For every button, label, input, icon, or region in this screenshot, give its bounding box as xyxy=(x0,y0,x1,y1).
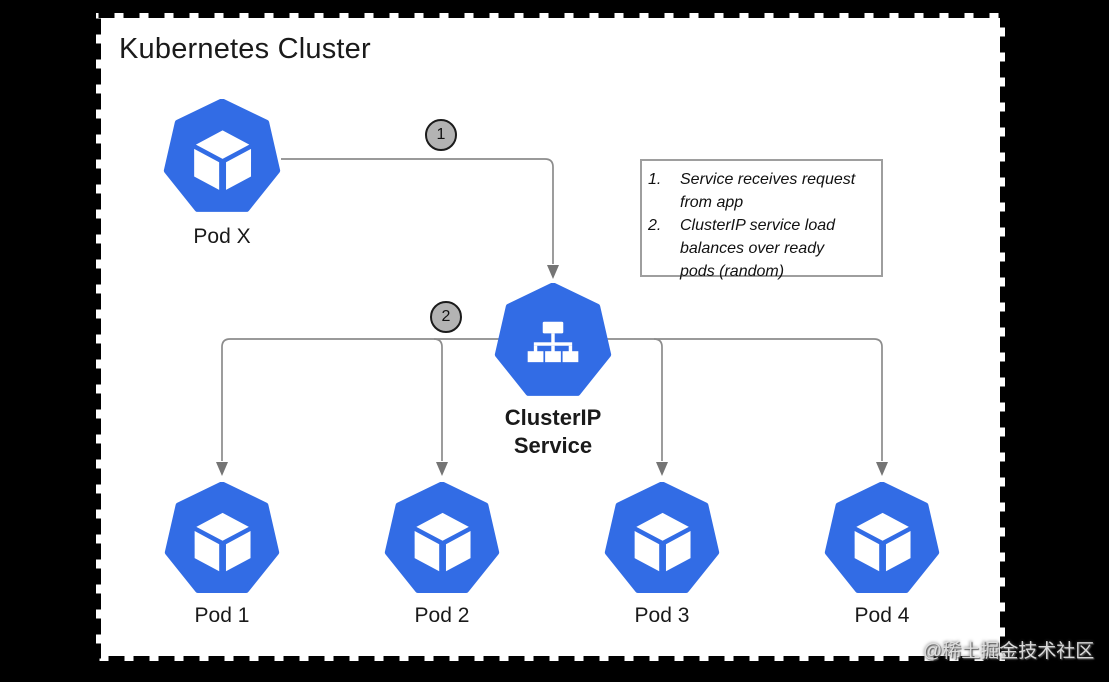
note-item: 2. ClusterIP service load balances over … xyxy=(648,214,877,283)
page-title: Kubernetes Cluster xyxy=(119,33,371,65)
pod-3-label: Pod 3 xyxy=(634,604,690,627)
legend-note-box: 1. Service receives request from app 2. … xyxy=(640,159,883,280)
note-item-number: 1. xyxy=(648,171,662,188)
note-item-text: ClusterIP service load balances over rea… xyxy=(680,217,836,280)
pod-4-label: Pod 4 xyxy=(854,604,910,627)
kubernetes-pod-icon xyxy=(384,482,500,594)
kubernetes-pod-icon xyxy=(164,482,280,594)
service-label: ClusterIP Service xyxy=(504,405,602,458)
pod-1-label: Pod 1 xyxy=(194,604,250,627)
pod-x-label: Pod X xyxy=(193,225,251,248)
step-2-badge: 2 xyxy=(430,301,462,333)
note-item: 1. Service receives request from app xyxy=(648,168,877,214)
clusterip-service-icon xyxy=(494,283,612,396)
pod-2-label: Pod 2 xyxy=(414,604,470,627)
kubernetes-pod-icon xyxy=(163,99,281,212)
note-item-number: 2. xyxy=(648,217,662,234)
note-item-text: Service receives request from app xyxy=(680,171,856,211)
kubernetes-pod-icon xyxy=(604,482,720,594)
site-watermark: @稀土掘金技术社区 xyxy=(923,641,1095,662)
step-1-badge: 1 xyxy=(425,119,457,151)
kubernetes-pod-icon xyxy=(824,482,940,594)
